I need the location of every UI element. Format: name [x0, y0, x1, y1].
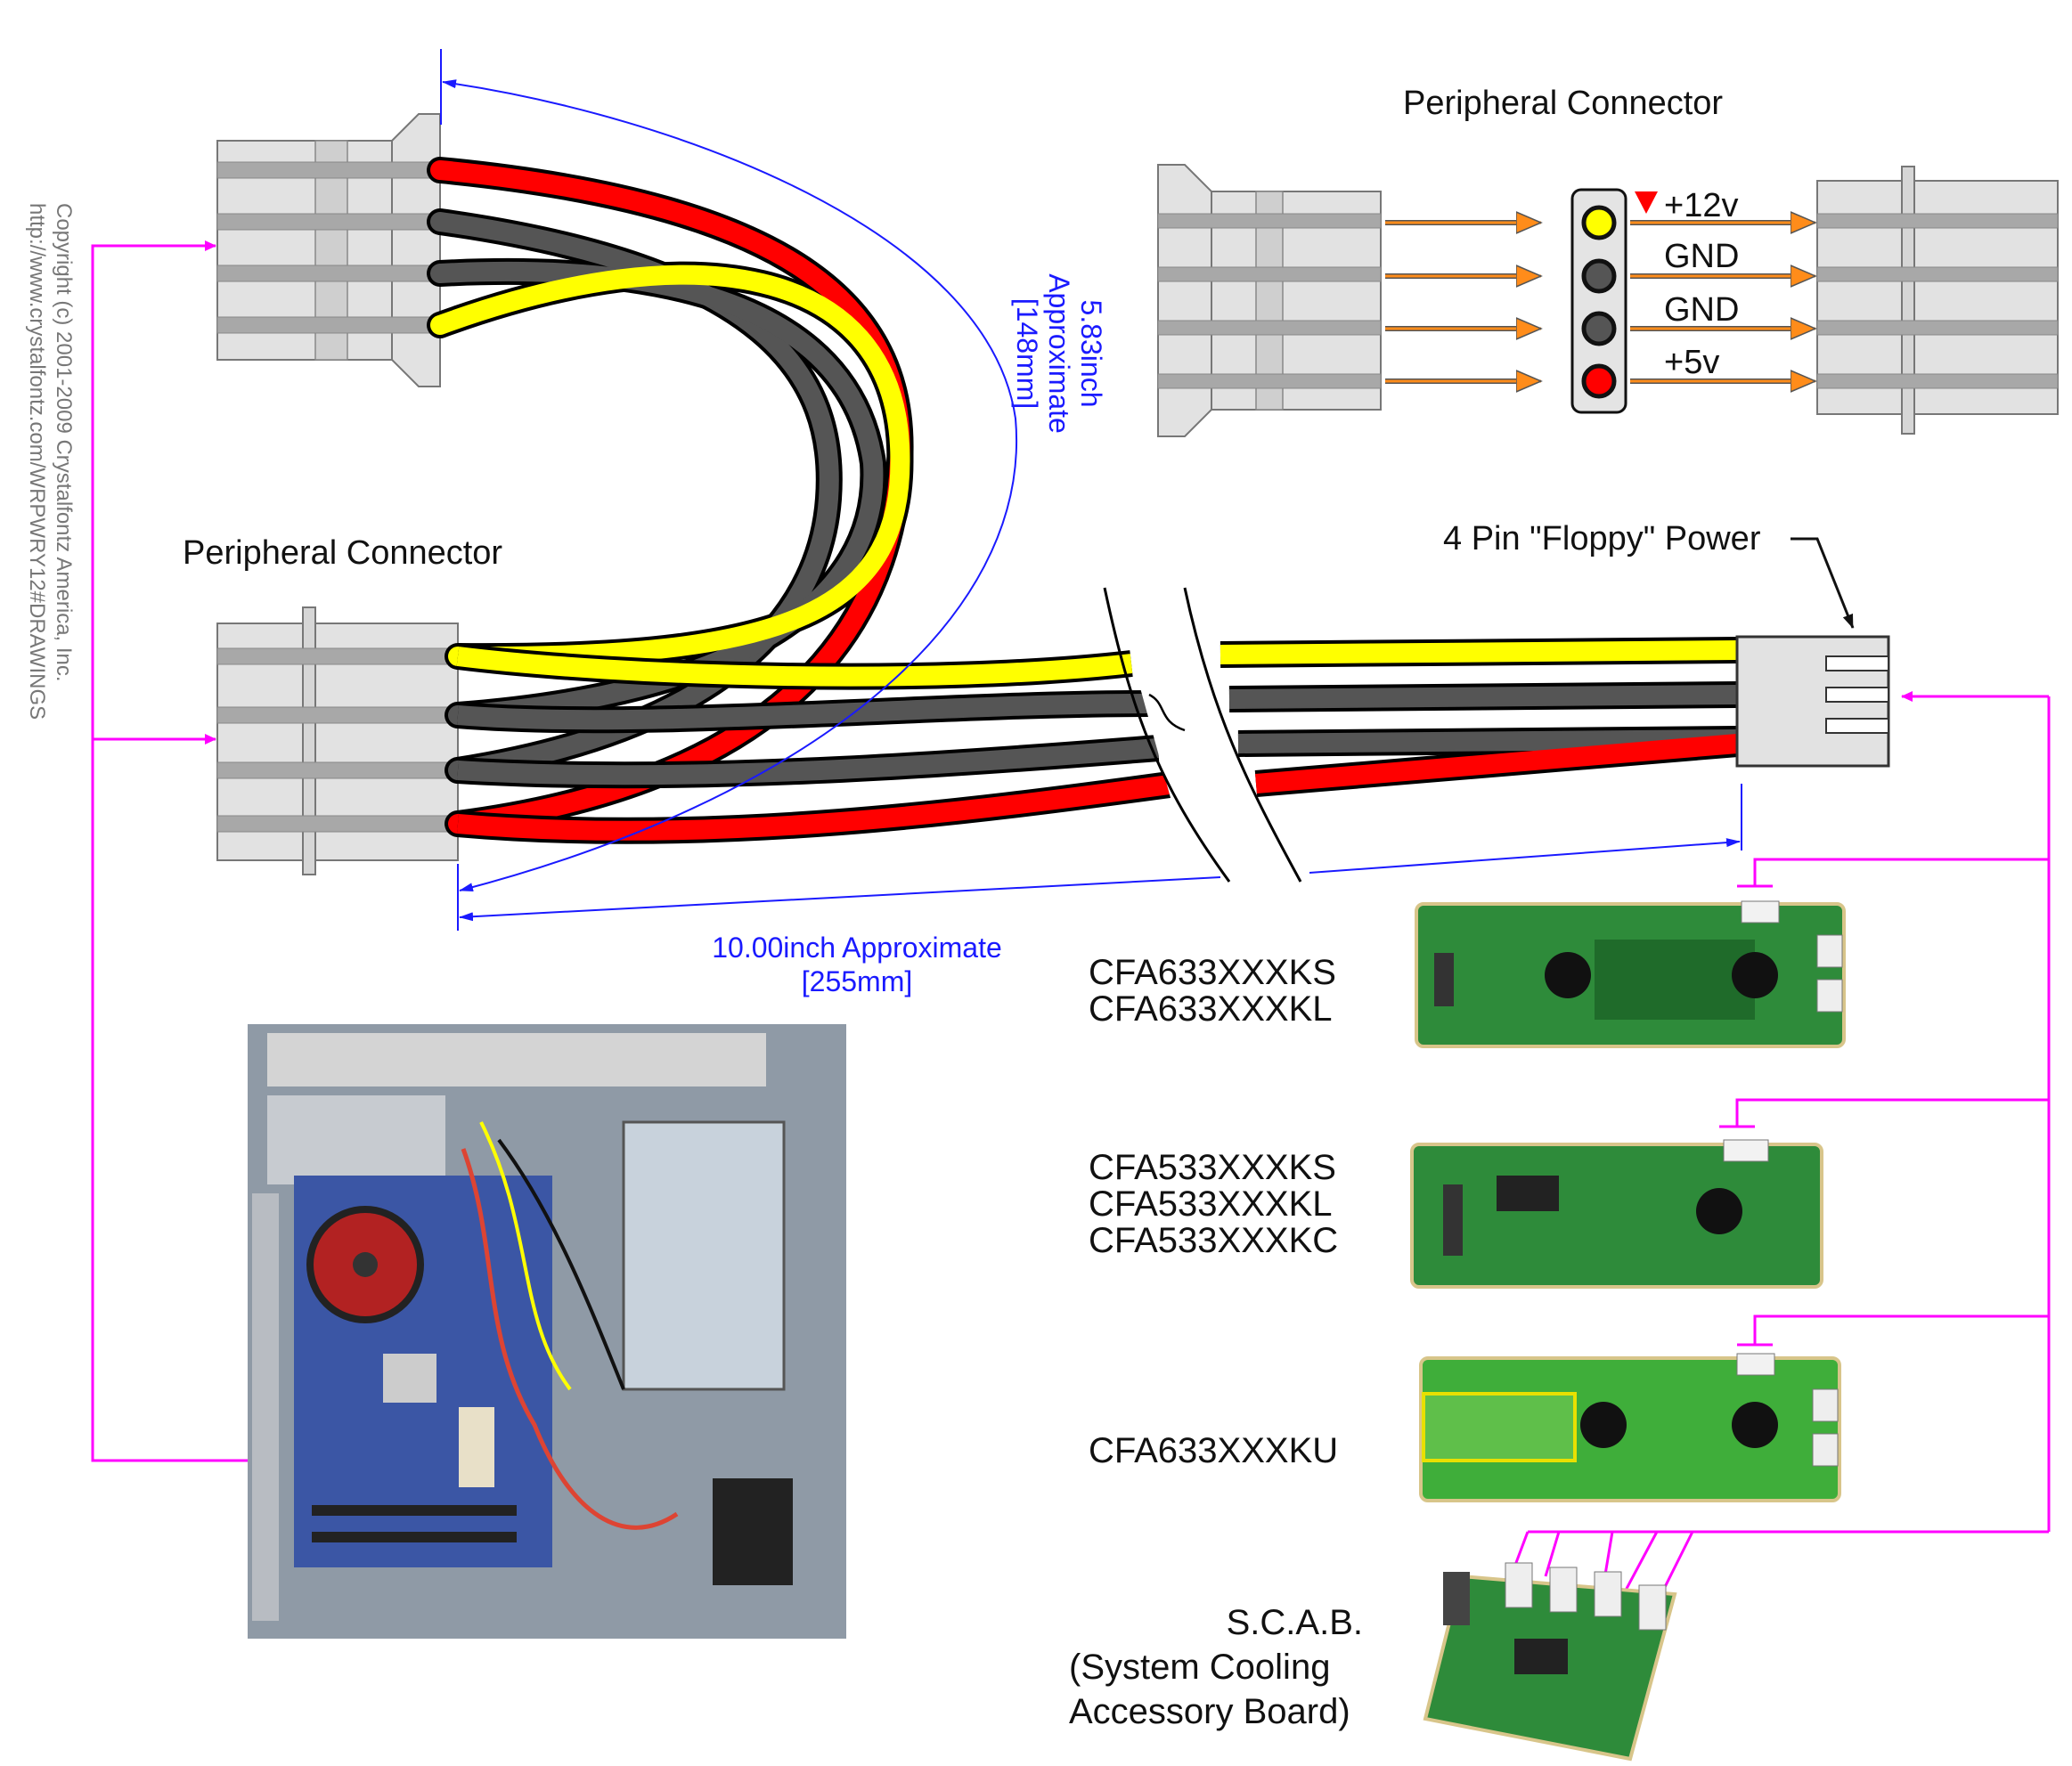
scab-label-1: S.C.A.B.: [1227, 1603, 1363, 1642]
top-right-title: Peripheral Connector: [1403, 85, 1723, 122]
scab-label-3: Accessory Board): [1069, 1692, 1350, 1731]
pinout-left-connector: [1157, 164, 1382, 437]
dimension-length-metric: [255mm]: [802, 965, 912, 997]
model-cfa533-ks: CFA533XXXKS: [1089, 1148, 1336, 1187]
pin-label-gnd-2: GND: [1664, 291, 1739, 329]
board-cfa533: [1410, 1139, 1823, 1289]
model-cfa633-kl: CFA633XXXKL: [1089, 989, 1333, 1029]
svg-text:Copyright (c) 2001-2009 Crysta: Copyright (c) 2001-2009 Crystalfontz Ame…: [52, 203, 76, 682]
board-cfa633-ks-kl: [1415, 900, 1846, 1048]
board-scab: [1423, 1562, 1677, 1762]
pc-case-photo: [248, 1024, 846, 1639]
top-left-connector: [216, 113, 441, 387]
dimension-curve-label: 5.83inch Approximate [148mm]: [1011, 273, 1107, 434]
pin1-marker: [1635, 191, 1658, 214]
model-cfa533-kc: CFA533XXXKC: [1089, 1221, 1338, 1260]
pin-label-5v: +5v: [1664, 344, 1719, 381]
dimension-length-value: 10.00inch Approximate: [712, 932, 1002, 964]
board-cfa633-ku: [1419, 1353, 1841, 1502]
model-cfa633-ks: CFA633XXXKS: [1089, 953, 1336, 992]
pinout-diagram: [1157, 164, 2059, 437]
scab-label-2: (System Cooling: [1069, 1648, 1330, 1687]
dimension-lines: [440, 49, 1742, 931]
pin-label-gnd-1: GND: [1664, 238, 1739, 275]
svg-text:5.83inch: 5.83inch: [1075, 300, 1107, 408]
svg-text:Approximate: Approximate: [1043, 273, 1075, 434]
copyright-notice: Copyright (c) 2001-2009 Crystalfontz Ame…: [25, 203, 76, 720]
pin-5v: [1581, 363, 1617, 399]
bottom-left-connector: [216, 606, 459, 875]
svg-text:[148mm]: [148mm]: [1011, 298, 1043, 409]
pin-12v: [1581, 205, 1617, 240]
pin-block: [1570, 188, 1627, 414]
floppy-connector: [1735, 635, 1890, 768]
pin-gnd-2: [1581, 311, 1617, 346]
floppy-leader: [1791, 537, 1855, 629]
model-cfa633-ku: CFA633XXXKU: [1089, 1431, 1338, 1470]
left-title: Peripheral Connector: [183, 534, 502, 572]
wire-run: [456, 587, 1739, 883]
model-cfa533-kl: CFA533XXXKL: [1089, 1184, 1333, 1224]
floppy-label: 4 Pin "Floppy" Power: [1443, 520, 1761, 557]
svg-text:http://www.crystalfontz.com/WR: http://www.crystalfontz.com/WRPWRY12#DRA…: [25, 203, 49, 720]
pin-label-12v: +12v: [1664, 187, 1738, 224]
pinout-right-connector: [1816, 166, 2059, 435]
pin-gnd-1: [1581, 258, 1617, 294]
